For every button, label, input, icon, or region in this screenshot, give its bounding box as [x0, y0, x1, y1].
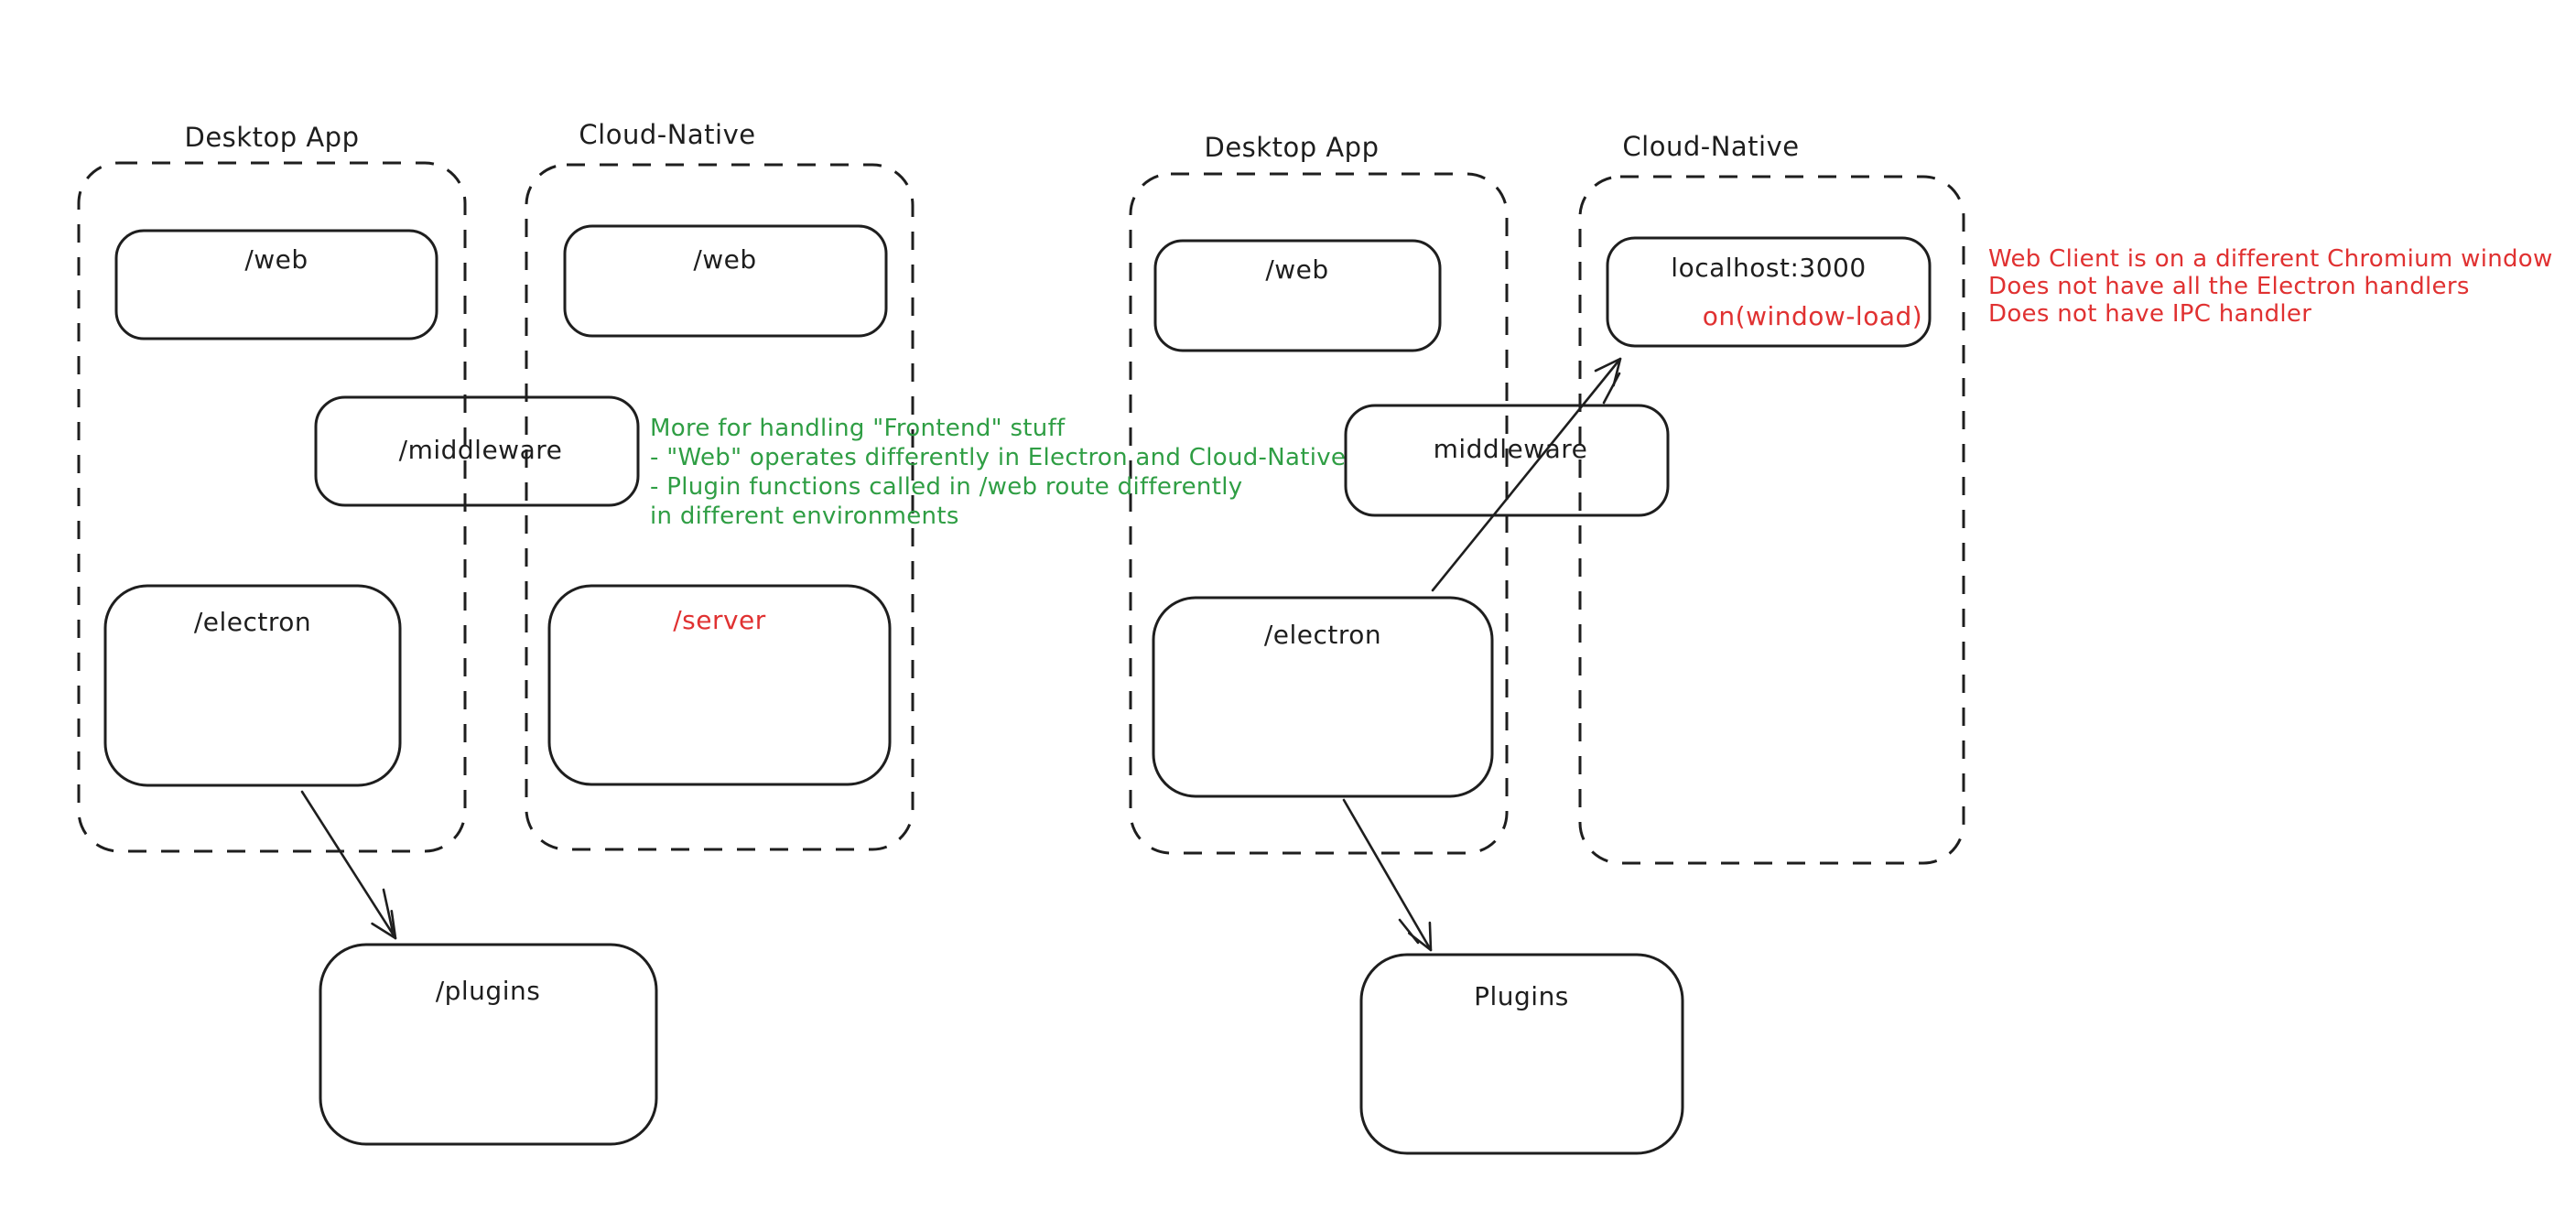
left-server-box [547, 584, 892, 786]
right-middleware-label: middleware [1433, 434, 1588, 464]
right-plugins-box [1359, 953, 1684, 1155]
left-green-note-line-3: - Plugin functions called in /web route … [650, 473, 1243, 501]
left-green-note-line-4: in different environments [650, 503, 959, 530]
right-desktop-app-title: Desktop App [1204, 132, 1380, 163]
left-cloud-web-box [563, 224, 888, 338]
left-green-note-line-1: More for handling "Frontend" stuff [650, 415, 1066, 442]
right-middleware-box [1344, 404, 1670, 517]
left-middleware-box [314, 395, 640, 507]
right-electron-box [1152, 596, 1494, 798]
left-cloud-native-container [525, 163, 915, 851]
left-plugins-box [319, 943, 658, 1146]
right-red-note-line-2: Does not have all the Electron handlers [1988, 273, 2470, 300]
left-desktop-app-title: Desktop App [184, 122, 360, 153]
right-cloud-native-container [1578, 175, 1965, 865]
right-electron-to-localhost-arrow [1431, 357, 1622, 592]
right-red-note: Web Client is on a different Chromium wi… [1988, 245, 2553, 328]
left-desktop-web-label: /web [244, 244, 308, 275]
left-electron-box [103, 584, 402, 787]
right-electron-to-plugins-arrow [1342, 798, 1433, 952]
left-cloud-native-title: Cloud-Native [579, 119, 756, 150]
right-red-note-line-3: Does not have IPC handler [1988, 300, 2312, 328]
left-plugins-label: /plugins [435, 976, 541, 1006]
left-server-label: /server [673, 605, 766, 635]
right-web-label: /web [1265, 254, 1329, 285]
localhost-box [1606, 236, 1932, 348]
left-middleware-label: /middleware [398, 435, 563, 465]
right-plugins-label: Plugins [1474, 981, 1569, 1011]
left-cloud-web-label: /web [693, 244, 757, 275]
right-red-note-line-1: Web Client is on a different Chromium wi… [1988, 245, 2553, 273]
left-desktop-app-container [77, 161, 467, 853]
right-web-box [1153, 239, 1442, 352]
left-green-note-line-2: - "Web" operates differently in Electron… [650, 444, 1347, 471]
right-electron-label: /electron [1263, 620, 1382, 650]
on-window-load-label: on(window-load) [1702, 301, 1923, 331]
left-electron-to-plugins-arrow [300, 790, 397, 940]
left-desktop-web-box [114, 229, 438, 340]
right-desktop-app-container [1129, 172, 1509, 855]
left-electron-label: /electron [193, 607, 312, 637]
right-cloud-native-title: Cloud-Native [1622, 131, 1800, 162]
localhost-label: localhost:3000 [1671, 253, 1867, 283]
left-green-note: More for handling "Frontend" stuff - "We… [650, 414, 1346, 531]
